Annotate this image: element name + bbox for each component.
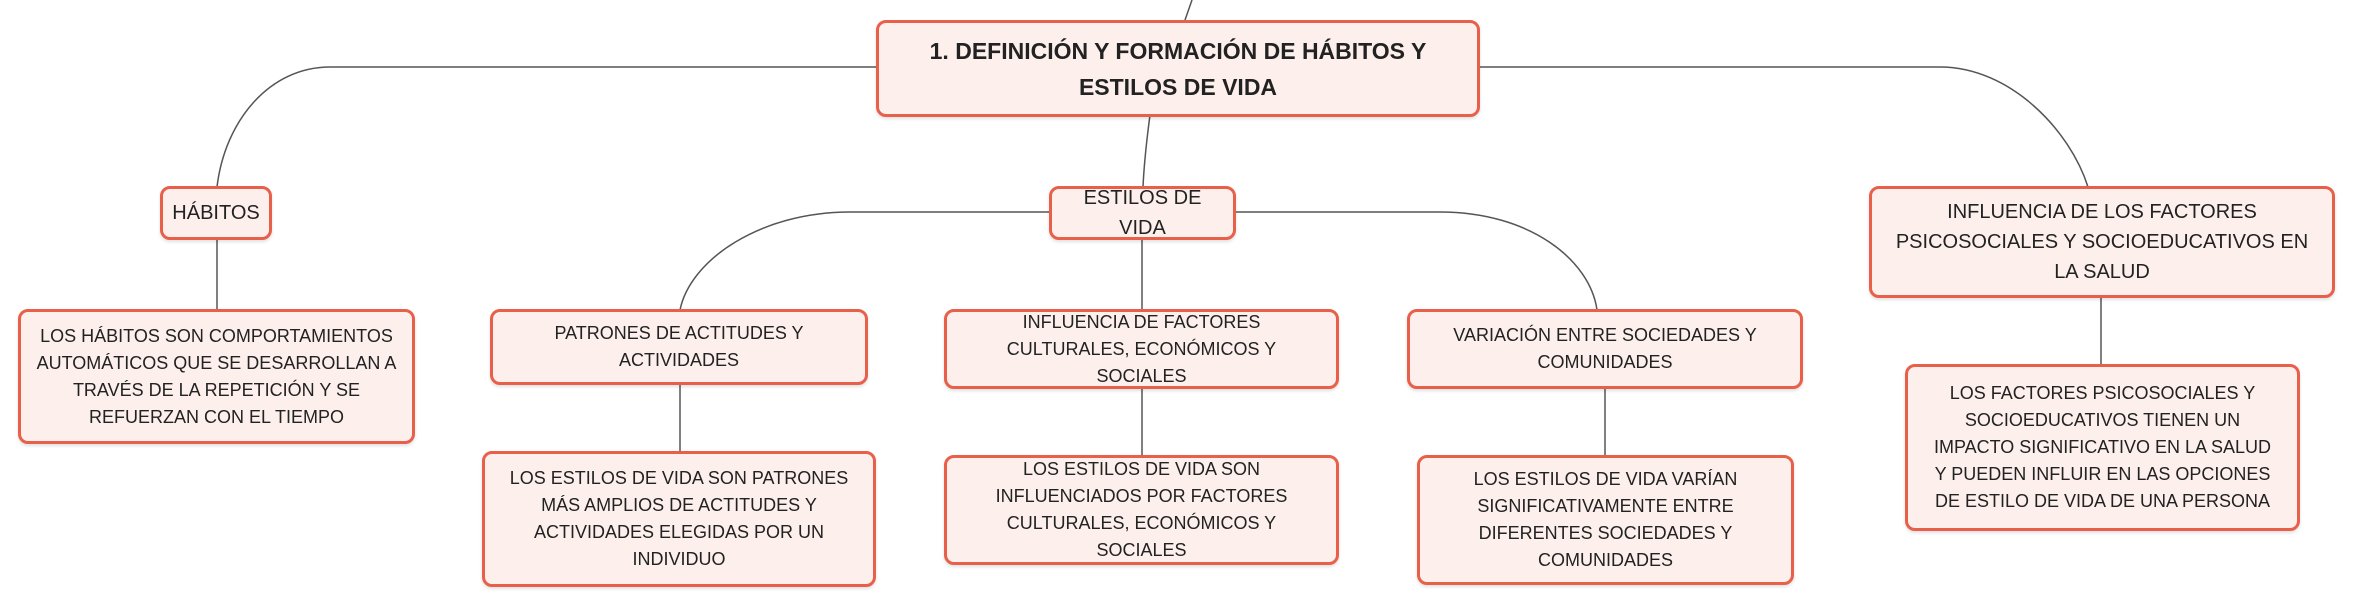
connector-root-factores xyxy=(1478,66,2089,188)
connector-estilos-variacion xyxy=(1233,211,1598,311)
connector-root-habitos xyxy=(216,66,878,188)
node-estilos-label: ESTILOS DE VIDA xyxy=(1083,187,1202,239)
node-patrones[interactable]: PATRONES DE ACTITUDES Y ACTIVIDADES xyxy=(490,309,868,385)
node-variacion-label: VARIACIÓN ENTRE SOCIEDADES Y COMUNIDADES xyxy=(1453,325,1757,372)
node-factores-label: INFLUENCIA DE LOS FACTORES PSICOSOCIALES… xyxy=(1895,201,2309,283)
node-influencia-detail[interactable]: LOS ESTILOS DE VIDA SON INFLUENCIADOS PO… xyxy=(944,455,1339,565)
node-variacion-detail-label: LOS ESTILOS DE VIDA VARÍAN SIGNIFICATIVA… xyxy=(1473,469,1738,570)
node-influencia-detail-label: LOS ESTILOS DE VIDA SON INFLUENCIADOS PO… xyxy=(995,459,1288,560)
node-variacion-detail[interactable]: LOS ESTILOS DE VIDA VARÍAN SIGNIFICATIVA… xyxy=(1417,455,1794,585)
connector-estilos-patrones xyxy=(679,211,1051,311)
node-factores-detail[interactable]: LOS FACTORES PSICOSOCIALES Y SOCIOEDUCAT… xyxy=(1905,364,2300,531)
connector-incoming xyxy=(1184,0,1193,21)
node-patrones-label: PATRONES DE ACTITUDES Y ACTIVIDADES xyxy=(554,323,804,370)
node-habitos-label: HÁBITOS xyxy=(172,202,260,224)
node-habitos[interactable]: HÁBITOS xyxy=(160,186,272,240)
node-estilos[interactable]: ESTILOS DE VIDA xyxy=(1049,186,1236,240)
root-node[interactable]: 1. DEFINICIÓN Y FORMACIÓN DE HÁBITOS Y E… xyxy=(876,20,1480,117)
connector-root-estilos xyxy=(1142,114,1151,188)
node-factores-detail-label: LOS FACTORES PSICOSOCIALES Y SOCIOEDUCAT… xyxy=(1933,383,2272,511)
node-factores[interactable]: INFLUENCIA DE LOS FACTORES PSICOSOCIALES… xyxy=(1869,186,2335,298)
node-habitos-detail[interactable]: LOS HÁBITOS SON COMPORTAMIENTOS AUTOMÁTI… xyxy=(18,309,415,444)
node-patrones-detail-label: LOS ESTILOS DE VIDA SON PATRONES MÁS AMP… xyxy=(509,468,849,569)
node-influencia[interactable]: INFLUENCIA DE FACTORES CULTURALES, ECONÓ… xyxy=(944,309,1339,389)
root-node-label: 1. DEFINICIÓN Y FORMACIÓN DE HÁBITOS Y E… xyxy=(929,37,1427,100)
node-patrones-detail[interactable]: LOS ESTILOS DE VIDA SON PATRONES MÁS AMP… xyxy=(482,451,876,587)
node-habitos-detail-label: LOS HÁBITOS SON COMPORTAMIENTOS AUTOMÁTI… xyxy=(36,325,397,427)
node-variacion[interactable]: VARIACIÓN ENTRE SOCIEDADES Y COMUNIDADES xyxy=(1407,309,1803,389)
node-influencia-label: INFLUENCIA DE FACTORES CULTURALES, ECONÓ… xyxy=(1006,311,1277,386)
